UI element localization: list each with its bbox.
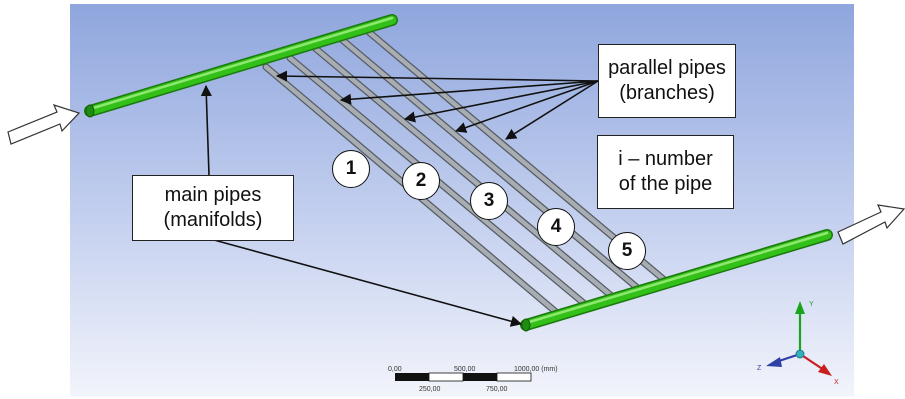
main-pipes-label: main pipes (manifolds) (132, 175, 294, 241)
pipe-number-label: i – number of the pipe (597, 135, 734, 209)
branch-leader-arrows (275, 70, 599, 140)
parallel-pipes-line1: parallel pipes (608, 57, 726, 79)
pipe-number-1: 1 (332, 150, 370, 188)
scale-tick-1000: 1000,00 (mm) (514, 366, 558, 373)
scale-tick-250: 250,00 (419, 386, 441, 393)
triad-z-label: Z (757, 365, 762, 372)
pipe-number-line1: i – number (618, 148, 713, 170)
inlet-flow-arrow (7, 104, 81, 145)
pipe-number-5: 5 (608, 232, 646, 270)
triad-y-label: Y (809, 301, 814, 308)
axis-triad: Y X Z (757, 301, 839, 386)
parallel-pipes-label: parallel pipes (branches) (598, 44, 736, 118)
main-pipes-line1: main pipes (164, 184, 262, 206)
main-pipes-line2: (manifolds) (163, 209, 263, 231)
scale-tick-0: 0,00 (388, 366, 402, 373)
triad-x-label: X (834, 379, 839, 386)
branch-pipe-3 (311, 44, 618, 302)
scale-tick-500: 500,00 (454, 366, 476, 373)
inlet-manifold (84, 14, 398, 118)
branch-pipe-4 (336, 34, 644, 294)
scale-tick-750: 750,00 (486, 386, 508, 393)
manifold-leader-arrows (200, 84, 523, 327)
scale-bar: 0,00 500,00 1000,00 (mm) 250,00 750,00 (388, 366, 558, 393)
pipe-number-3: 3 (470, 182, 508, 220)
pipe-number-4: 4 (537, 208, 575, 246)
pipe-number-line2: of the pipe (618, 173, 713, 195)
pipe-number-2: 2 (402, 162, 440, 200)
outlet-manifold (520, 229, 833, 332)
outlet-flow-arrow (837, 204, 905, 245)
parallel-pipes-line2: (branches) (619, 82, 715, 104)
